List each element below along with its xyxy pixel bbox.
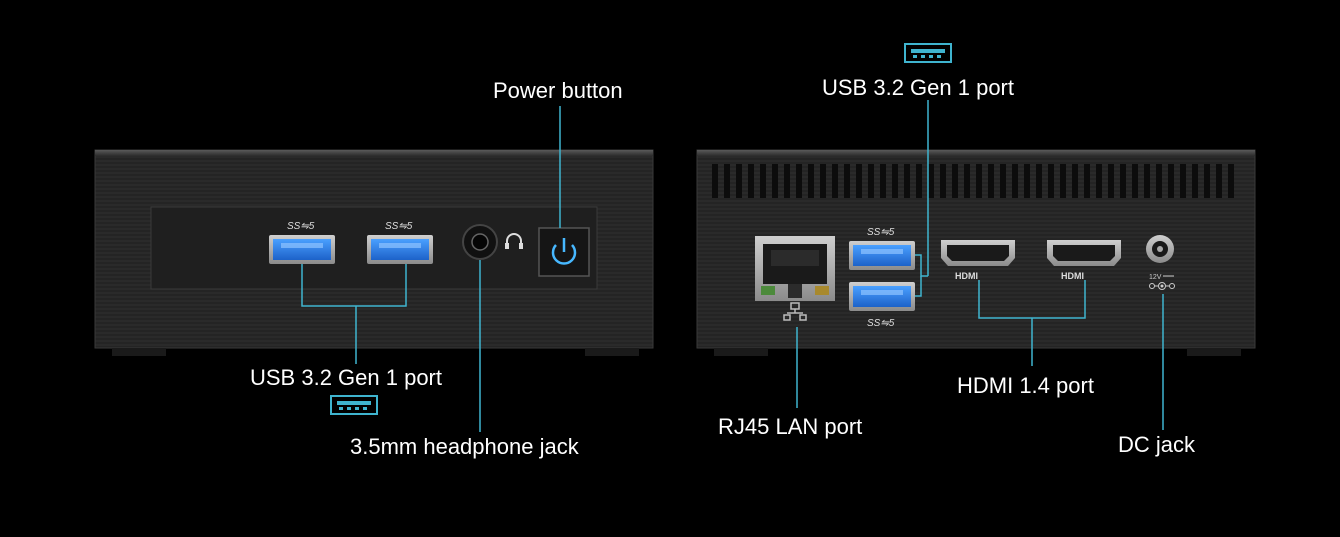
vent-slot [1120, 164, 1126, 198]
power-button-label: Power button [493, 78, 623, 103]
dc-jack-label: DC jack [1118, 432, 1196, 457]
svg-text:12V: 12V [1149, 274, 1162, 281]
usb-port-icon [330, 395, 378, 415]
vent-slot [1048, 164, 1054, 198]
vent-slot [1036, 164, 1042, 198]
vent-slot [784, 164, 790, 198]
rear-usb-port-2: SS⇋5 [849, 282, 915, 329]
vent-slot [952, 164, 958, 198]
vent-slot [928, 164, 934, 198]
svg-text:SS⇋5: SS⇋5 [287, 221, 315, 232]
vent-slot [1084, 164, 1090, 198]
vent-slot [1000, 164, 1006, 198]
vent-slot [1156, 164, 1162, 198]
vent-slot [1228, 164, 1234, 198]
vent-slot [880, 164, 886, 198]
power-button [538, 227, 590, 277]
svg-text:HDMI: HDMI [955, 271, 978, 281]
vent-slot [964, 164, 970, 198]
front-callout-lines [301, 106, 561, 432]
svg-text:SS⇋5: SS⇋5 [867, 318, 895, 329]
vent-slot [1108, 164, 1114, 198]
vent-slot [1132, 164, 1138, 198]
vent-slot [1168, 164, 1174, 198]
rear-usb-port-1: SS⇋5 [849, 227, 915, 270]
rear-panel: SS⇋5 SS⇋5 HDMI HDMI [696, 149, 1256, 356]
vent-slot [760, 164, 766, 198]
front-usb-label: USB 3.2 Gen 1 port [250, 365, 442, 390]
vent-slot [832, 164, 838, 198]
vent-slot [1072, 164, 1078, 198]
vent-slot [1204, 164, 1210, 198]
vent-slot [868, 164, 874, 198]
vent-slot [1060, 164, 1066, 198]
vent-slot [808, 164, 814, 198]
vent-slot [976, 164, 982, 198]
svg-text:HDMI: HDMI [1061, 271, 1084, 281]
vent-slot [904, 164, 910, 198]
power-icon [551, 238, 577, 265]
vent-slot [988, 164, 994, 198]
hdmi-label: HDMI 1.4 port [957, 373, 1094, 398]
vent-slot [1180, 164, 1186, 198]
vent-slot [712, 164, 718, 198]
rear-callout-lines [796, 100, 1164, 430]
vent-slot [1096, 164, 1102, 198]
vent-slot [736, 164, 742, 198]
vent-slot [724, 164, 730, 198]
network-icon [783, 302, 807, 321]
front-usb-port-1: SS⇋5 [269, 221, 335, 264]
vent-slot [1144, 164, 1150, 198]
headphone-jack [462, 224, 498, 260]
vent-slot [1192, 164, 1198, 198]
usb-port-icon [904, 43, 952, 63]
hdmi-port-1: HDMI [941, 240, 1015, 281]
vent-slot [844, 164, 850, 198]
vent-slot [1012, 164, 1018, 198]
front-usb-port-2: SS⇋5 [367, 221, 433, 264]
vent-slot [892, 164, 898, 198]
vent-slot [1216, 164, 1222, 198]
vent-slot [820, 164, 826, 198]
rear-usb-label: USB 3.2 Gen 1 port [822, 75, 1014, 100]
vent-slot [748, 164, 754, 198]
dc-polarity-icon [1149, 282, 1175, 290]
dc-jack: 12V [1146, 235, 1174, 281]
vent-slot [796, 164, 802, 198]
vent-grille [712, 164, 1234, 198]
hdmi-port-2: HDMI [1047, 240, 1121, 281]
vent-slot [772, 164, 778, 198]
rj45-lan-label: RJ45 LAN port [718, 414, 863, 439]
headphone-icon [505, 233, 523, 249]
vent-slot [856, 164, 862, 198]
rj45-port [755, 236, 835, 301]
svg-text:SS⇋5: SS⇋5 [385, 221, 413, 232]
vent-slot [940, 164, 946, 198]
front-panel: SS⇋5 SS⇋5 [94, 149, 654, 356]
svg-text:SS⇋5: SS⇋5 [867, 227, 895, 238]
vent-slot [1024, 164, 1030, 198]
vent-slot [916, 164, 922, 198]
headphone-jack-label: 3.5mm headphone jack [350, 434, 579, 459]
